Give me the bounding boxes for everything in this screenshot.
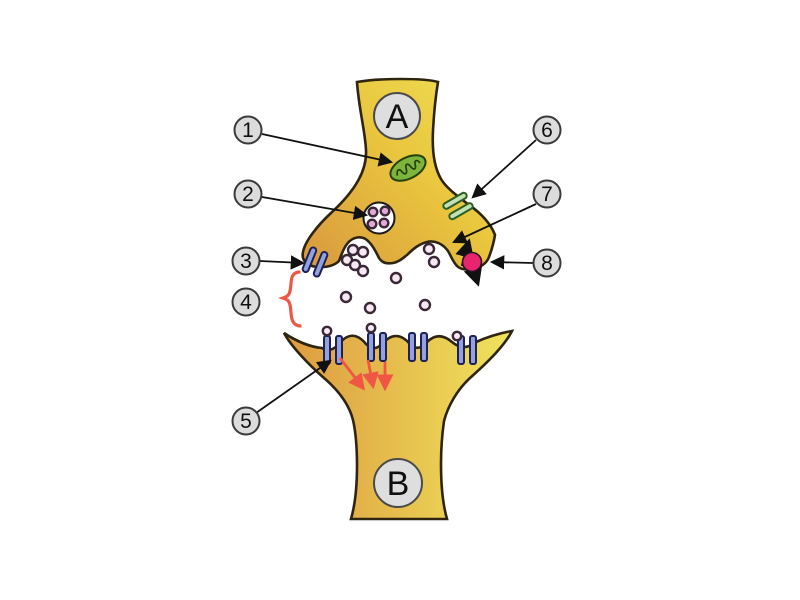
leader-lines — [255, 133, 537, 414]
neurotransmitter-dots — [339, 242, 441, 315]
callout-4-number: 4 — [240, 291, 252, 314]
callout-6-number: 6 — [541, 119, 553, 142]
green-channel-icon — [442, 191, 474, 221]
presynaptic-channel-icon — [301, 246, 329, 278]
transporter-dot — [461, 251, 483, 273]
bound-neurotransmitter-dot — [451, 330, 463, 342]
postsynaptic-neuron — [282, 329, 515, 521]
callout-7-number: 7 — [541, 183, 553, 206]
postsynaptic-receptor-icons — [321, 322, 477, 365]
bound-neurotransmitter-dot — [365, 322, 377, 334]
synaptic-vesicle-cluster — [362, 201, 396, 235]
callout-1-number: 1 — [242, 119, 254, 142]
callout-6: 6 — [532, 115, 562, 145]
mitochondrion — [389, 154, 427, 182]
postsynaptic-signal-arrows — [338, 357, 394, 392]
callout-1: 1 — [233, 115, 263, 145]
synaptic-cleft-brace — [277, 270, 302, 328]
callout-3: 3 — [231, 246, 261, 276]
callout-8: 8 — [532, 248, 562, 278]
neuron-b-badge: B — [373, 458, 423, 508]
callout-3-number: 3 — [240, 250, 252, 273]
callout-8-number: 8 — [541, 252, 553, 275]
callout-4: 4 — [231, 287, 261, 317]
neuron-a-label: A — [386, 98, 409, 136]
bound-neurotransmitter-dot — [321, 325, 333, 337]
callout-5-number: 5 — [240, 410, 252, 433]
callout-7: 7 — [532, 179, 562, 209]
neuron-a-badge: A — [373, 92, 421, 140]
callout-5: 5 — [231, 406, 261, 436]
neuron-b-label: B — [387, 465, 410, 503]
callout-2: 2 — [233, 179, 263, 209]
callout-2-number: 2 — [242, 183, 254, 206]
